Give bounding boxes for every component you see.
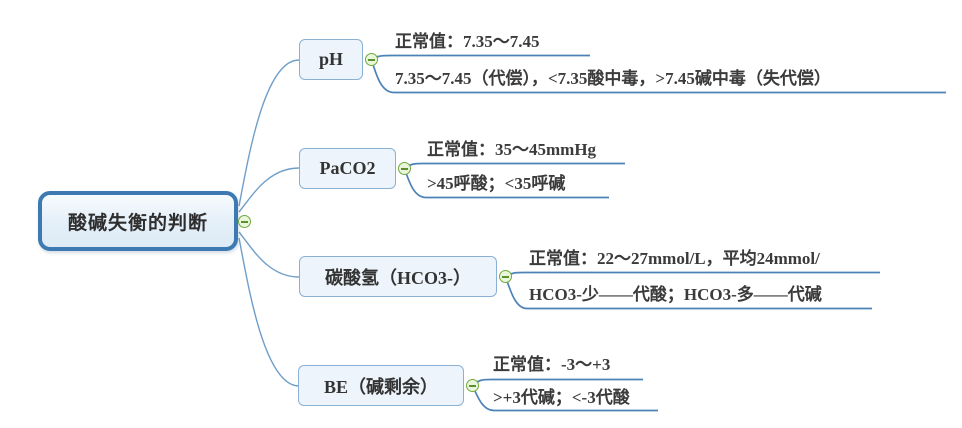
leafline-hco3-1 bbox=[505, 271, 880, 278]
collapse-icon-ph[interactable] bbox=[365, 53, 378, 66]
connector-root-to-paco2 bbox=[238, 167, 300, 213]
branch-topic-paco2[interactable]: PaCO2 bbox=[299, 148, 396, 189]
minus-icon bbox=[241, 220, 248, 223]
branch-topic-be[interactable]: BE（碱剩余） bbox=[298, 365, 464, 406]
leafline-be-1 bbox=[471, 378, 643, 387]
leafline-paco2-1 bbox=[403, 162, 625, 170]
leaf-topic-hco3-normal[interactable]: 正常值：22～27mmol/L，平均24mmol/ bbox=[529, 249, 820, 268]
leaf-topic-ph-normal[interactable]: 正常值：7.35～7.45 bbox=[395, 32, 540, 51]
connector-root-to-be bbox=[238, 237, 300, 387]
leaf-topic-be-normal[interactable]: 正常值：-3～+3 bbox=[493, 355, 611, 374]
leaf-topic-paco2-interpretation[interactable]: >45呼酸；<35呼碱 bbox=[427, 174, 566, 193]
collapse-icon-be[interactable] bbox=[466, 379, 479, 392]
collapse-icon-root[interactable] bbox=[238, 215, 251, 228]
branch-topic-hco3[interactable]: 碳酸氢（HCO3-） bbox=[299, 256, 497, 297]
leaf-topic-paco2-normal[interactable]: 正常值：35～45mmHg bbox=[427, 140, 597, 159]
minus-icon bbox=[368, 58, 375, 61]
connector-root-to-ph bbox=[238, 59, 300, 207]
root-topic[interactable]: 酸碱失衡的判断 bbox=[38, 191, 238, 251]
leaf-topic-be-interpretation[interactable]: >+3代碱；<-3代酸 bbox=[493, 388, 630, 407]
leaf-topic-ph-interpretation[interactable]: 7.35～7.45（代偿），<7.35酸中毒，>7.45碱中毒（失代偿） bbox=[395, 69, 831, 88]
collapse-icon-hco3[interactable] bbox=[499, 270, 512, 283]
connector-root-to-hco3 bbox=[238, 231, 300, 278]
minus-icon bbox=[401, 167, 408, 170]
leafline-ph-1 bbox=[371, 54, 590, 61]
branch-topic-ph[interactable]: pH bbox=[299, 39, 363, 80]
minus-icon bbox=[502, 275, 509, 278]
collapse-icon-paco2[interactable] bbox=[398, 162, 411, 175]
leaf-topic-hco3-interpretation[interactable]: HCO3-少——代酸；HCO3-多——代碱 bbox=[529, 285, 822, 304]
minus-icon bbox=[469, 384, 476, 387]
